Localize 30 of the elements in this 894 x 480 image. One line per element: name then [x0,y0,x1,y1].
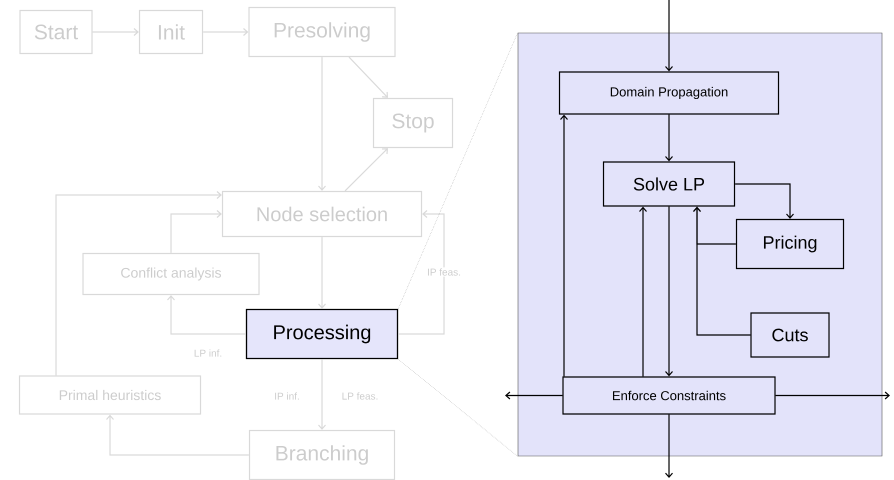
arrow [170,210,222,253]
arrow [318,359,326,430]
arrow [348,56,388,98]
process-box: Processing [246,308,398,360]
arrow [776,392,890,400]
arrow [203,28,248,36]
arrow [318,57,326,191]
arrow [639,206,647,376]
zoom-line [398,32,518,310]
arrow [665,114,673,162]
process-box: Pricing [736,218,844,270]
arrow [505,392,562,400]
process-box: Cuts [750,312,830,358]
arrow [92,28,139,36]
arrow [665,414,673,478]
arrow [560,114,568,376]
arrow [693,206,750,336]
arrow [344,148,388,192]
arrow [665,0,673,72]
zoom-line [398,358,518,457]
arrow [55,191,222,376]
process-box: Enforce Constraints [562,376,776,415]
arrow [735,183,794,219]
process-box: Solve LP [602,161,736,207]
arrow [318,237,326,309]
arrow [167,295,246,335]
arrow [665,206,673,376]
arrow [398,210,445,335]
arrow [106,414,249,456]
process-box: Domain Propagation [558,71,780,115]
